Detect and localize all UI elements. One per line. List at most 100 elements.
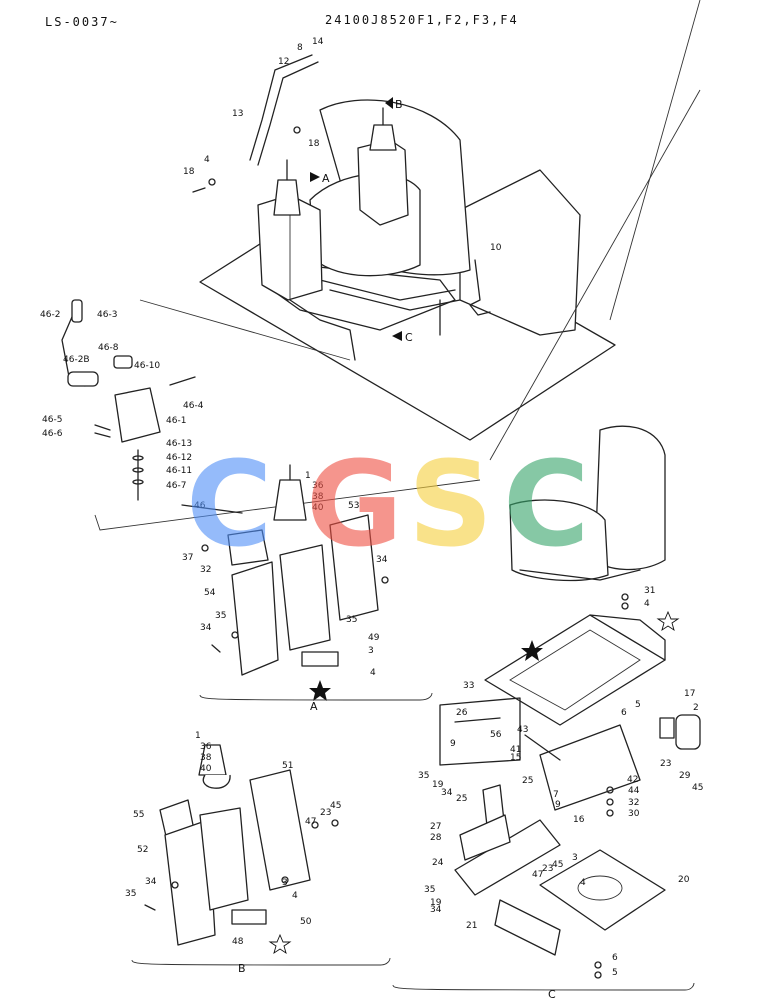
arrow-a-label: A bbox=[322, 172, 330, 185]
lever-rod-12 bbox=[257, 61, 319, 166]
detail-a: A bbox=[181, 464, 433, 713]
part-label-c-19: 9 bbox=[555, 800, 561, 810]
part-label-b-4: 51 bbox=[282, 761, 293, 771]
frame-line-lower bbox=[94, 479, 481, 531]
frame-line-diagonal bbox=[489, 89, 701, 461]
part-label-lever-7: 46-6 bbox=[42, 429, 63, 439]
lever-grip-46-3 bbox=[71, 299, 83, 323]
part-label-a-0: 1 bbox=[305, 471, 311, 481]
part-label-c-20: 16 bbox=[573, 815, 585, 825]
part-label-b-6: 52 bbox=[137, 845, 148, 855]
part-label-top-1: 8 bbox=[297, 43, 303, 53]
plate-32 bbox=[227, 529, 269, 566]
bracket-10 bbox=[469, 259, 491, 316]
part-label-c-13: 35 bbox=[418, 771, 429, 781]
section-b-title: B bbox=[238, 962, 246, 975]
bolt-18 bbox=[192, 187, 206, 193]
screw-46-5 bbox=[94, 424, 111, 431]
panel-51 bbox=[249, 769, 311, 891]
part-label-c-23: 23 bbox=[660, 759, 671, 769]
part-label-c-27: 45 bbox=[692, 783, 703, 793]
part-label-a-14: 3 bbox=[368, 646, 374, 656]
part-label-lever-9: 46-13 bbox=[166, 439, 192, 449]
part-label-c-31: 20 bbox=[678, 875, 690, 885]
seat-rail-c bbox=[519, 569, 641, 581]
part-label-top-4: 18 bbox=[308, 139, 320, 149]
lever-rod-13 bbox=[249, 54, 313, 161]
part-label-a-12: 35 bbox=[346, 615, 357, 625]
part-label-c-30: 24 bbox=[432, 858, 444, 868]
part-label-c-1: 4 bbox=[644, 599, 650, 609]
frame-line bbox=[139, 299, 351, 361]
part-label-top-2: 12 bbox=[278, 57, 289, 67]
part-label-c-39: 4 bbox=[580, 878, 586, 888]
frame-33-tab bbox=[589, 614, 666, 661]
joystick-a bbox=[273, 479, 307, 521]
part-label-c-12: 41 bbox=[510, 745, 521, 755]
part-label-c-24: 44 bbox=[628, 786, 640, 796]
part-label-lever-10: 46-12 bbox=[166, 453, 192, 463]
bolt-35 bbox=[211, 644, 221, 653]
part-label-c-18: 7 bbox=[553, 790, 559, 800]
section-a-title: A bbox=[310, 700, 318, 713]
part-label-top-0: 14 bbox=[312, 37, 324, 47]
part-label-a-11: 34 bbox=[200, 623, 212, 633]
washer-46-11 bbox=[132, 479, 144, 485]
part-label-c-0: 31 bbox=[644, 586, 655, 596]
bolt-3-b bbox=[281, 876, 289, 884]
part-label-c-16: 25 bbox=[522, 776, 533, 786]
panel-50 bbox=[199, 807, 249, 911]
part-label-c-34: 34 bbox=[430, 905, 442, 915]
nut-31 bbox=[621, 593, 629, 601]
frame-33-inner bbox=[509, 629, 641, 711]
arrow-b-label: B bbox=[395, 98, 403, 111]
part-label-lever-6: 46-5 bbox=[42, 415, 62, 425]
cgsc-watermark: C G S C bbox=[186, 435, 590, 573]
slide-rail-15 bbox=[539, 724, 641, 811]
part-label-c-3: 5 bbox=[635, 700, 641, 710]
part-label-b-1: 36 bbox=[200, 742, 212, 752]
detail-b: B bbox=[131, 744, 391, 975]
link-rod-46 bbox=[181, 504, 243, 514]
arrow-c-marker bbox=[392, 331, 402, 341]
seat-cushion-c bbox=[509, 499, 609, 582]
part-label-lever-4: 46-10 bbox=[134, 361, 160, 371]
washer-32 bbox=[606, 798, 614, 806]
part-label-lever-8: 46-1 bbox=[166, 416, 186, 426]
plate-46-1 bbox=[114, 387, 161, 443]
part-label-b-0: 1 bbox=[195, 731, 201, 741]
panel-53 bbox=[329, 514, 379, 621]
watermark-letter-3: S bbox=[408, 435, 493, 573]
part-label-c-25: 32 bbox=[628, 798, 639, 808]
part-label-top-6: 18 bbox=[183, 167, 195, 177]
part-label-b-14: 50 bbox=[300, 917, 312, 927]
boot-b bbox=[202, 774, 231, 789]
star-outline-b bbox=[268, 933, 292, 955]
panel-54 bbox=[231, 561, 279, 676]
left-joystick bbox=[273, 179, 301, 216]
part-label-c-10: 43 bbox=[517, 725, 528, 735]
part-label-c-28: 28 bbox=[430, 833, 442, 843]
arrow-a-marker bbox=[310, 172, 320, 182]
frame-line-right bbox=[609, 0, 701, 321]
part-label-b-7: 47 bbox=[305, 817, 316, 827]
washer-47 bbox=[311, 821, 319, 829]
part-label-c-21: 42 bbox=[627, 775, 638, 785]
part-label-c-36: 23 bbox=[542, 864, 553, 874]
section-c-title: C bbox=[548, 988, 556, 1000]
star-marker-a bbox=[309, 680, 331, 701]
part-label-a-4: 53 bbox=[348, 501, 359, 511]
part-label-c-4: 6 bbox=[621, 708, 627, 718]
lever-43 bbox=[524, 734, 561, 761]
lever-assembly-46 bbox=[61, 299, 196, 501]
part-label-a-5: 46 bbox=[194, 501, 206, 511]
part-label-lever-2: 46-8 bbox=[98, 343, 119, 353]
part-label-c-26: 30 bbox=[628, 809, 640, 819]
washer-30 bbox=[606, 809, 614, 817]
part-label-b-12: 4 bbox=[292, 891, 298, 901]
panel-49 bbox=[279, 544, 331, 651]
arrow-b-marker bbox=[385, 97, 393, 109]
part-label-a-6: 37 bbox=[182, 553, 193, 563]
